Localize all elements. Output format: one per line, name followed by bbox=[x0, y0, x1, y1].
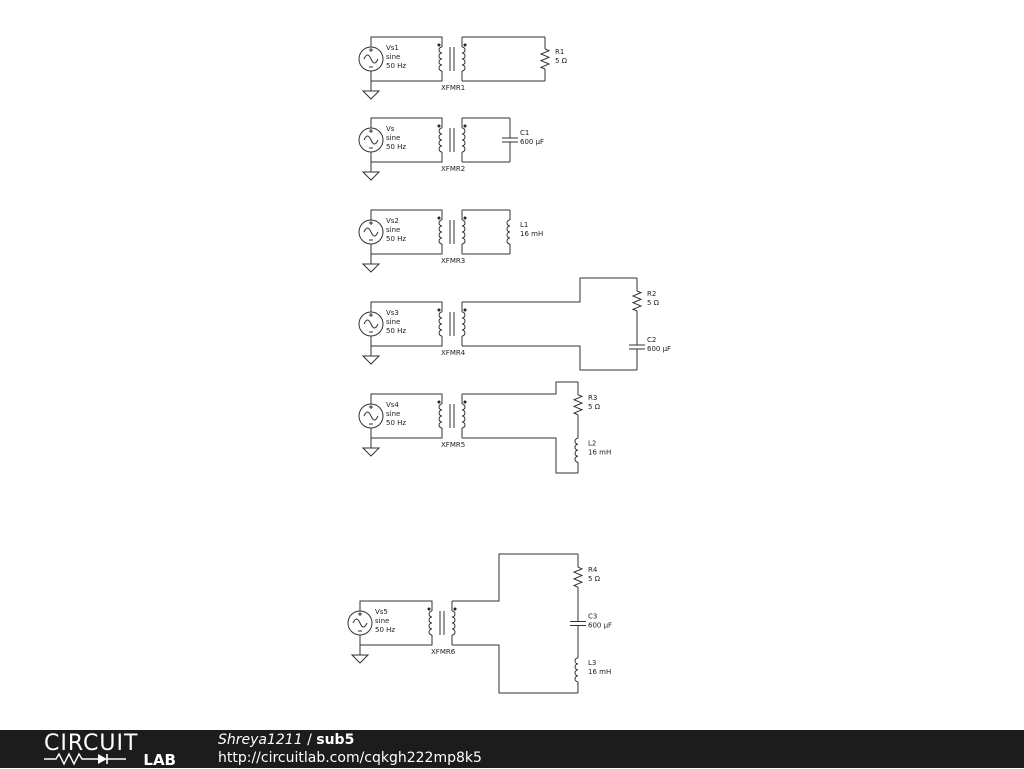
inductor-value-label: 16 mH bbox=[588, 448, 611, 456]
capacitor-value-label: 600 µF bbox=[520, 138, 544, 146]
sine-source-icon[interactable] bbox=[358, 311, 384, 337]
inductor-icon[interactable] bbox=[574, 427, 579, 474]
resistor-value-label: 5 Ω bbox=[647, 299, 660, 307]
transformer-label: XFMR6 bbox=[431, 648, 456, 656]
resistor-value-label: 5 Ω bbox=[588, 403, 601, 411]
source-frequency-label: 50 Hz bbox=[375, 626, 395, 634]
source-name-label: Vs3 bbox=[386, 309, 399, 317]
inductor-value-label: 16 mH bbox=[588, 668, 611, 676]
capacitor-name-label: C3 bbox=[588, 613, 597, 621]
capacitor-icon[interactable] bbox=[629, 324, 645, 370]
source-name-label: Vs bbox=[386, 125, 395, 133]
circuit-name: sub5 bbox=[316, 732, 355, 748]
transformer-icon[interactable] bbox=[437, 216, 467, 245]
transformer-label: XFMR4 bbox=[441, 349, 466, 357]
transformer-icon[interactable] bbox=[427, 607, 457, 636]
source-frequency-label: 50 Hz bbox=[386, 62, 406, 70]
source-type-label: sine bbox=[386, 410, 400, 418]
source-type-label: sine bbox=[375, 617, 389, 625]
resistor-icon[interactable] bbox=[539, 37, 551, 81]
capacitor-icon[interactable] bbox=[570, 600, 586, 647]
title-separator: / bbox=[302, 732, 317, 748]
transformer-label: XFMR5 bbox=[441, 441, 465, 449]
resistor-name-label: R4 bbox=[588, 566, 598, 574]
logo-resistor-diode-icon bbox=[44, 752, 126, 766]
source-name-label: Vs5 bbox=[375, 608, 388, 616]
capacitor-value-label: 600 µF bbox=[647, 345, 671, 353]
source-frequency-label: 50 Hz bbox=[386, 327, 406, 335]
resistor-name-label: R3 bbox=[588, 394, 597, 402]
resistor-value-label: 5 Ω bbox=[555, 57, 568, 65]
transformer-label: XFMR1 bbox=[441, 84, 465, 92]
circuitlab-logo[interactable]: CIRCUIT LAB bbox=[44, 732, 176, 768]
inductor-name-label: L2 bbox=[588, 439, 596, 447]
transformer-label: XFMR2 bbox=[441, 165, 465, 173]
inductor-name-label: L3 bbox=[588, 659, 596, 667]
source-name-label: Vs4 bbox=[386, 401, 399, 409]
footer-bar: CIRCUIT LAB Shreya1211 / sub5 http://cir… bbox=[0, 730, 1024, 768]
inductor-value-label: 16 mH bbox=[520, 230, 543, 238]
source-frequency-label: 50 Hz bbox=[386, 235, 406, 243]
ground-icon bbox=[361, 447, 381, 457]
transformer-icon[interactable] bbox=[437, 124, 467, 153]
capacitor-value-label: 600 µF bbox=[588, 622, 612, 630]
inductor-name-label: L1 bbox=[520, 221, 528, 229]
resistor-icon[interactable] bbox=[572, 382, 584, 428]
resistor-name-label: R1 bbox=[555, 48, 564, 56]
source-name-label: Vs1 bbox=[386, 44, 399, 52]
inductor-icon[interactable] bbox=[574, 646, 579, 693]
transformer-label: XFMR3 bbox=[441, 257, 465, 265]
transformer-icon[interactable] bbox=[437, 43, 467, 72]
resistor-value-label: 5 Ω bbox=[588, 575, 601, 583]
circuit-url[interactable]: http://circuitlab.com/cqkgh222mp8k5 bbox=[218, 750, 482, 766]
transformer-icon[interactable] bbox=[437, 400, 467, 429]
sine-source-icon[interactable] bbox=[347, 610, 373, 636]
inductor-icon[interactable] bbox=[506, 210, 511, 254]
ground-icon bbox=[361, 355, 381, 365]
ground-icon bbox=[350, 654, 370, 664]
resistor-icon[interactable] bbox=[631, 278, 643, 324]
transformer-icon[interactable] bbox=[437, 308, 467, 337]
sine-source-icon[interactable] bbox=[358, 46, 384, 72]
sine-source-icon[interactable] bbox=[358, 219, 384, 245]
sine-source-icon[interactable] bbox=[358, 127, 384, 153]
source-frequency-label: 50 Hz bbox=[386, 419, 406, 427]
circuit-title: Shreya1211 / sub5 bbox=[218, 731, 354, 749]
resistor-name-label: R2 bbox=[647, 290, 656, 298]
source-type-label: sine bbox=[386, 134, 400, 142]
capacitor-name-label: C2 bbox=[647, 336, 656, 344]
source-type-label: sine bbox=[386, 318, 400, 326]
sine-source-icon[interactable] bbox=[358, 403, 384, 429]
capacitor-name-label: C1 bbox=[520, 129, 529, 137]
capacitor-icon[interactable] bbox=[502, 118, 518, 162]
ground-icon bbox=[361, 263, 381, 273]
logo-text-circuit: CIRCUIT bbox=[44, 731, 139, 756]
source-name-label: Vs2 bbox=[386, 217, 399, 225]
source-type-label: sine bbox=[386, 226, 400, 234]
logo-text-lab: LAB bbox=[143, 751, 176, 769]
source-type-label: sine bbox=[386, 53, 400, 61]
resistor-icon[interactable] bbox=[572, 554, 584, 601]
author-link[interactable]: Shreya1211 bbox=[218, 732, 303, 748]
ground-icon bbox=[361, 171, 381, 181]
ground-icon bbox=[361, 90, 381, 100]
source-frequency-label: 50 Hz bbox=[386, 143, 406, 151]
